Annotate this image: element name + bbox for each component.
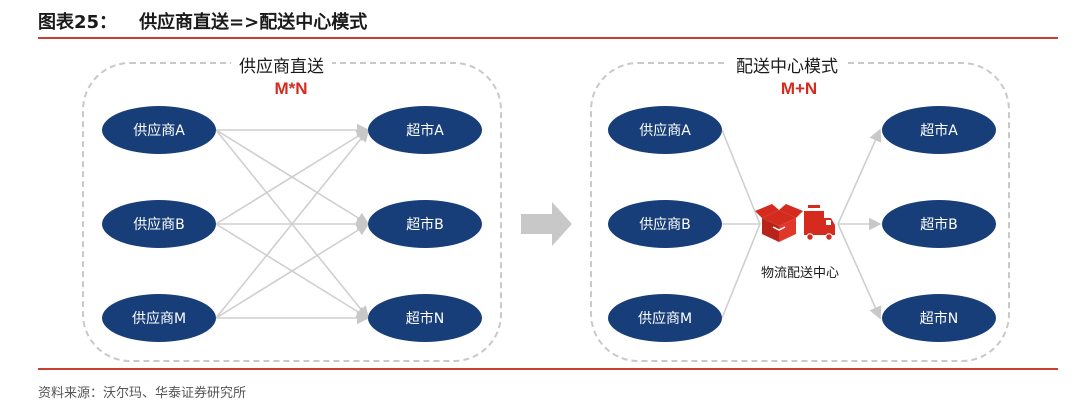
right-supermarket-n: 超市N: [882, 294, 996, 342]
bottom-rule: [38, 368, 1058, 370]
left-supermarket-n: 超市N: [368, 294, 482, 342]
left-supplier-m: 供应商M: [102, 294, 216, 342]
top-rule: [38, 37, 1058, 39]
figure-number: 图表25：: [38, 12, 118, 33]
logistics-hub-label: 物流配送中心: [760, 266, 839, 281]
right-supplier-a: 供应商A: [608, 106, 722, 154]
arrow-right-icon: [521, 202, 572, 246]
right-supplier-b: 供应商B: [608, 200, 722, 248]
figure-title-text: 供应商直送=>配送中心模式: [139, 12, 368, 33]
source-note: 资料来源：沃尔玛、华泰证券研究所: [38, 386, 247, 401]
left-supplier-a: 供应商A: [102, 106, 216, 154]
right-supermarket-a: 超市A: [882, 106, 996, 154]
right-hub-lines: [721, 128, 882, 320]
truck-icon: [804, 205, 835, 241]
left-supplier-b: 供应商B: [102, 200, 216, 248]
distribution-center-formula: M+N: [780, 79, 818, 98]
direct-supply-formula: M*N: [274, 79, 308, 98]
right-supplier-m: 供应商M: [608, 294, 722, 342]
left-supermarket-a: 超市A: [368, 106, 482, 154]
box-icon: [755, 204, 803, 242]
right-supermarket-b: 超市B: [882, 200, 996, 248]
left-mesh-lines: [215, 123, 370, 325]
distribution-center-title: 配送中心模式: [728, 52, 846, 77]
figure-title: 图表25： 供应商直送=>配送中心模式: [38, 8, 389, 34]
direct-supply-title: 供应商直送: [231, 52, 332, 77]
left-supermarket-b: 超市B: [368, 200, 482, 248]
